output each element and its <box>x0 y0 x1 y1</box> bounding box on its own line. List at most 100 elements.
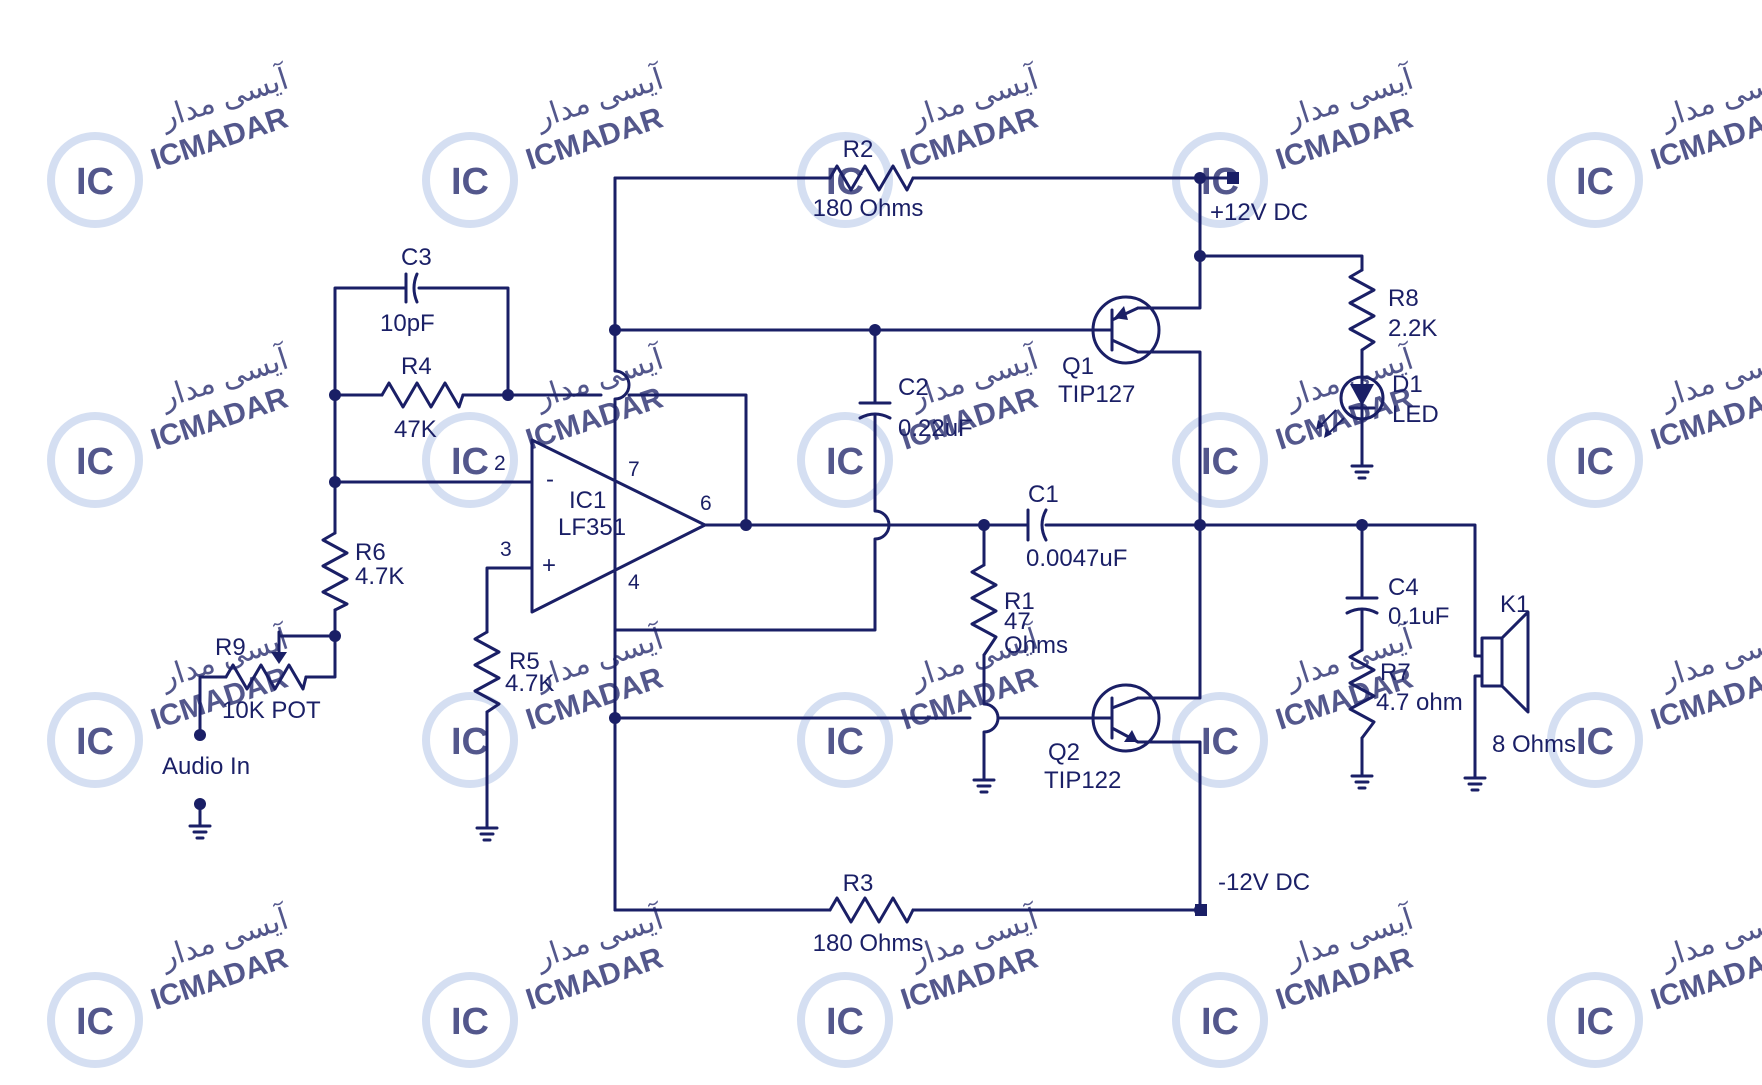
r4-ref: R4 <box>401 353 432 380</box>
q1-part: TIP127 <box>1058 381 1135 408</box>
junction-dot <box>1194 250 1206 262</box>
c4-value: 0.1uF <box>1388 603 1449 630</box>
c1-value: 0.0047uF <box>1026 545 1127 572</box>
resistor-r7 <box>1348 648 1376 740</box>
opamp-body <box>530 438 707 614</box>
c1-ref: C1 <box>1028 481 1059 508</box>
watermark-logo-text: IC <box>76 441 114 483</box>
led-bar <box>1348 373 1376 422</box>
r1-value-line2: Ohms <box>1004 632 1068 659</box>
labels: R2 180 Ohms +12V DC R3 180 Ohms -12V DC … <box>162 136 1576 957</box>
audio-in-terminal-bottom[interactable] <box>194 798 206 810</box>
watermark-logo-text: IC <box>826 441 864 483</box>
k1-value: 8 Ohms <box>1492 731 1576 758</box>
r5-ref: R5 <box>509 648 540 675</box>
transistor-q2 <box>1091 683 1161 753</box>
watermark-logo-text: IC <box>1576 161 1614 203</box>
r2-ref: R2 <box>843 136 874 163</box>
q2-ref: Q2 <box>1048 739 1080 766</box>
watermark-logo-text: IC <box>1201 441 1239 483</box>
wire-q1-emitter <box>1136 176 1202 310</box>
ic-part: LF351 <box>558 514 626 541</box>
minus-12v-terminal[interactable] <box>1195 904 1207 916</box>
k1-ref: K1 <box>1500 591 1529 618</box>
pin-4: 4 <box>628 571 640 594</box>
q1-ref: Q1 <box>1062 353 1094 380</box>
watermark-logo-text: IC <box>451 721 489 763</box>
watermark-logo-text: IC <box>1576 721 1614 763</box>
wire-r9-input <box>198 675 228 737</box>
ground-audio-in <box>188 824 212 840</box>
d1-value: LED <box>1392 401 1439 428</box>
pin-2: 2 <box>494 452 506 475</box>
junction-dot <box>329 630 341 642</box>
watermark-logo-text: IC <box>1576 441 1614 483</box>
watermark-logo-text: IC <box>1201 1001 1239 1043</box>
audio-in-terminal-top[interactable] <box>194 729 206 741</box>
junction-dot <box>1194 519 1206 531</box>
r1-value-line1: 47 <box>1004 608 1031 635</box>
junction-dot <box>329 389 341 401</box>
q1-base-bar <box>1093 308 1114 352</box>
speaker-magnet <box>1480 636 1504 688</box>
r1-ref: R1 <box>1004 588 1035 615</box>
capacitor-c4 <box>1345 596 1379 615</box>
junction-dot <box>978 519 990 531</box>
r9-wiper-arrow <box>271 652 287 664</box>
plus-12v-terminal[interactable] <box>1227 172 1239 184</box>
resistor-r8 <box>1348 268 1376 352</box>
c3-value: 10pF <box>380 310 435 337</box>
speaker-cone <box>1500 610 1530 714</box>
wire-q2-collector <box>1136 523 1202 700</box>
r4-value: 47K <box>394 416 437 443</box>
d1-ref: D1 <box>1392 371 1423 398</box>
speaker-k1 <box>1480 610 1530 714</box>
watermark-logo-text: IC <box>76 161 114 203</box>
junction-dot <box>869 324 881 336</box>
resistor-r2 <box>828 164 915 192</box>
audio-in-label: Audio In <box>162 753 250 780</box>
junction-dot <box>1356 519 1368 531</box>
r7-value: 4.7 ohm <box>1376 689 1463 716</box>
r2-value: 180 Ohms <box>813 195 924 222</box>
capacitor-c1 <box>1026 508 1048 542</box>
q2-base-bar <box>1093 696 1114 740</box>
watermark-logo-text: IC <box>826 1001 864 1043</box>
r3-ref: R3 <box>843 870 874 897</box>
pin-7: 7 <box>628 458 640 481</box>
ground-r5 <box>475 826 499 842</box>
watermark-logo-text: IC <box>76 1001 114 1043</box>
r9-value: 10K POT <box>222 697 321 724</box>
wire-led-branch <box>1198 254 1364 468</box>
resistor-r4 <box>380 381 465 409</box>
capacitors <box>404 272 1379 615</box>
wire-feedback-cluster <box>333 286 510 535</box>
led-d1 <box>1316 373 1385 438</box>
opamp-lf351 <box>530 438 707 614</box>
c4-ref: C4 <box>1388 574 1419 601</box>
transistor-q1 <box>1091 295 1161 365</box>
ic-plus-sign: + <box>542 552 556 579</box>
watermark-logo-text: IC <box>451 441 489 483</box>
pin-3: 3 <box>500 538 512 561</box>
watermark-logo-text: IC <box>826 721 864 763</box>
r8-value: 2.2K <box>1388 315 1437 342</box>
junction-dot <box>609 712 621 724</box>
r5-value: 4.7K <box>505 670 554 697</box>
wire-r6 <box>277 608 337 679</box>
watermark-logo-text: IC <box>76 721 114 763</box>
watermark-logo-text: IC <box>451 1001 489 1043</box>
minus-supply-label: -12V DC <box>1218 869 1310 896</box>
resistor-r1 <box>970 563 998 657</box>
r3-value: 180 Ohms <box>813 930 924 957</box>
led-arrow-1 <box>1316 420 1324 430</box>
